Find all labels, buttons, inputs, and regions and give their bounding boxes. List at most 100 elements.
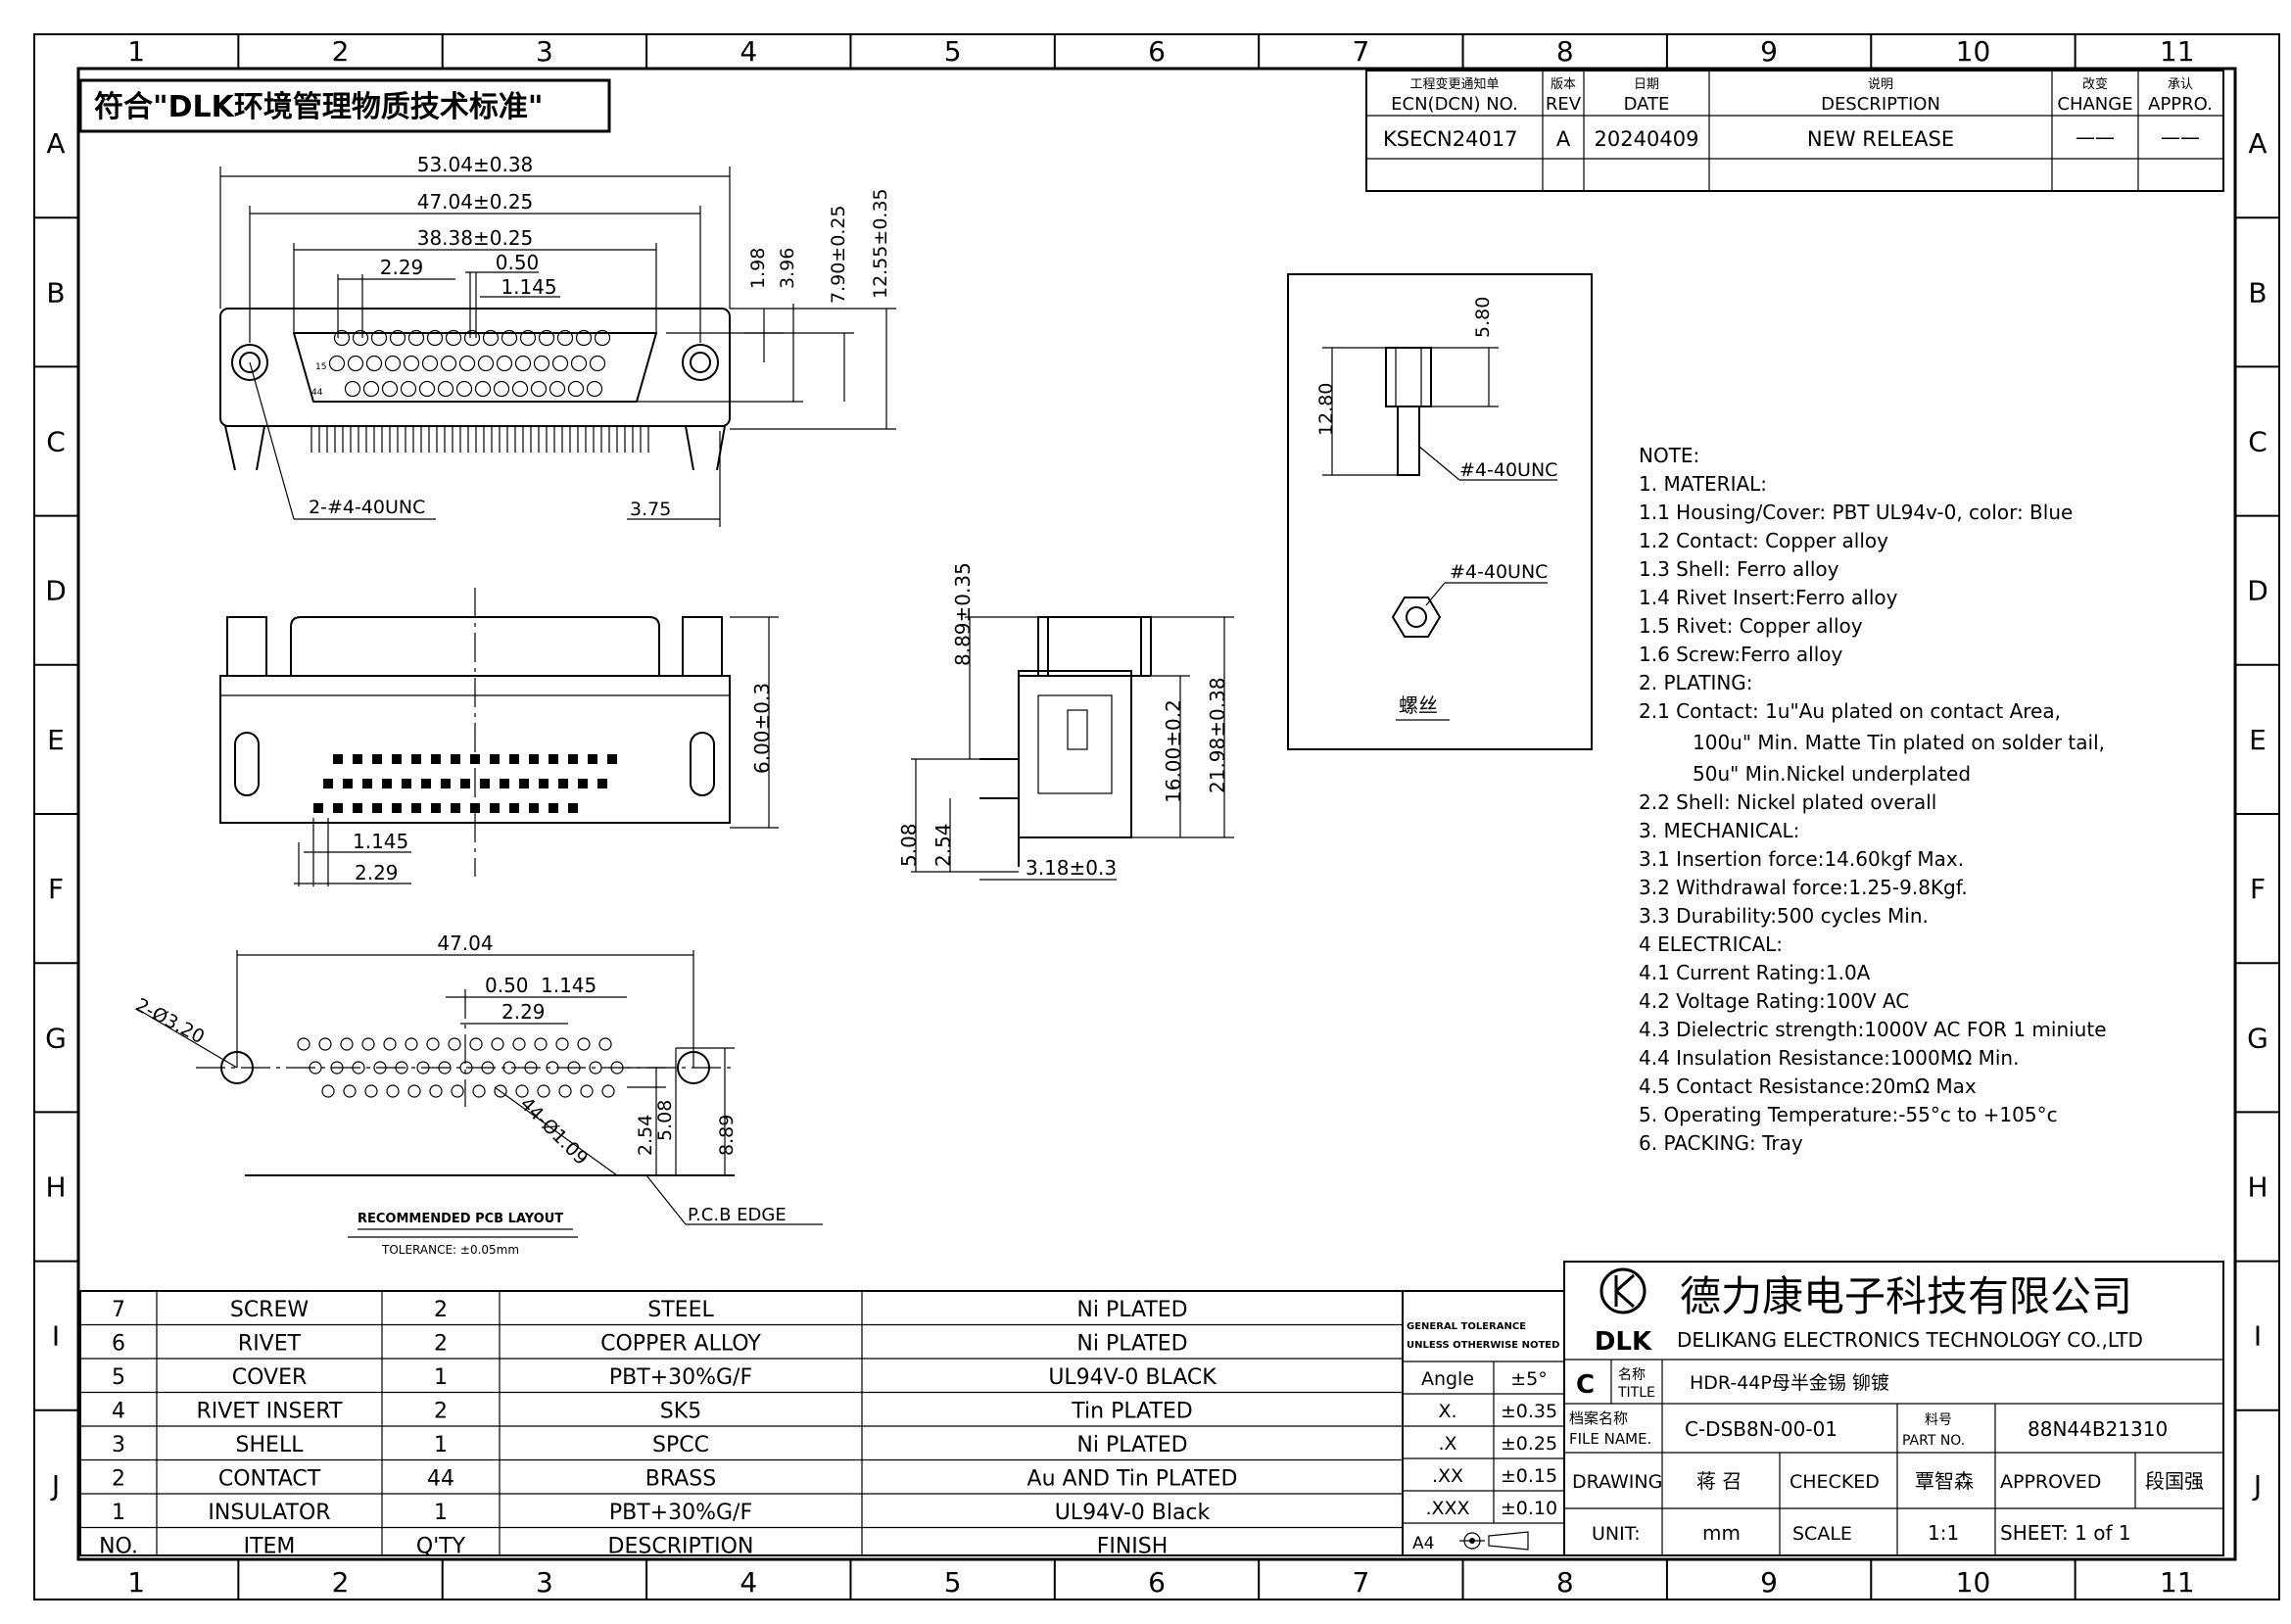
front-view: 6.00±0.3 1.145 2.29 bbox=[219, 588, 779, 886]
contact-square bbox=[500, 779, 509, 788]
contact-square bbox=[519, 779, 529, 788]
contact-pin bbox=[567, 380, 585, 398]
rev-header-appro-cn: 承认 bbox=[2168, 77, 2193, 92]
zone-row-label-H: H bbox=[45, 1171, 66, 1204]
tolerance-value: ±0.35 bbox=[1501, 1401, 1557, 1422]
dim-16-00: 16.00±0.2 bbox=[1162, 699, 1185, 803]
pcb-hole bbox=[558, 1084, 572, 1098]
contact-square bbox=[411, 803, 421, 813]
compliance-note: 符合"DLK环境管理物质技术标准" bbox=[94, 90, 544, 124]
dim-3-18: 3.18±0.3 bbox=[1026, 856, 1117, 880]
contact-pin bbox=[530, 380, 548, 398]
tolerance-value: ±0.15 bbox=[1501, 1465, 1557, 1487]
contact-square bbox=[451, 803, 460, 813]
zone-row-label-I: I bbox=[52, 1320, 60, 1353]
tolerance-value: ±5° bbox=[1510, 1368, 1548, 1390]
contact-square bbox=[362, 779, 372, 788]
contact-pin bbox=[501, 329, 518, 347]
bom-cell: SPCC bbox=[652, 1433, 709, 1457]
company-name-cn: 德力康电子科技有限公司 bbox=[1680, 1272, 2132, 1320]
note-line: 1.2 Contact: Copper alloy bbox=[1639, 529, 1888, 552]
zone-col-label-7: 7 bbox=[1352, 35, 1369, 68]
zone-row-label-A: A bbox=[46, 127, 65, 160]
contact-square bbox=[382, 779, 392, 788]
bom-cell: Ni PLATED bbox=[1076, 1332, 1187, 1357]
contact-pin bbox=[384, 355, 402, 372]
tolerance-key: X. bbox=[1438, 1401, 1456, 1422]
zone-col-label-11: 11 bbox=[2160, 35, 2195, 68]
rev-letter: C bbox=[1576, 1370, 1595, 1400]
bom-cell: 2 bbox=[434, 1400, 448, 1424]
pcb-hole bbox=[405, 1037, 418, 1051]
bom-cell: 1 bbox=[112, 1501, 125, 1525]
contact-square bbox=[333, 754, 343, 764]
contact-square bbox=[313, 803, 323, 813]
zone-row-label-E: E bbox=[2249, 724, 2267, 756]
contact-pin bbox=[389, 329, 406, 347]
bom-cell: Au AND Tin PLATED bbox=[1027, 1467, 1238, 1492]
bom-cell: 1 bbox=[434, 1433, 448, 1457]
bom-cell: 1 bbox=[434, 1365, 448, 1390]
contact-square bbox=[451, 754, 460, 764]
note-line: 2.2 Shell: Nickel plated overall bbox=[1639, 790, 1936, 814]
contact-pin bbox=[352, 329, 369, 347]
note-line: 1.5 Rivet: Copper alloy bbox=[1639, 614, 1863, 638]
pcb-hole bbox=[534, 1037, 548, 1051]
contact-square bbox=[333, 803, 343, 813]
company-name-en: DELIKANG ELECTRONICS TECHNOLOGY CO.,LTD bbox=[1677, 1328, 2143, 1352]
dim-21-98: 21.98±0.38 bbox=[1206, 677, 1229, 793]
bom-cell: STEEL bbox=[647, 1298, 714, 1322]
contact-square bbox=[578, 779, 588, 788]
dim-5-80: 5.80 bbox=[1472, 297, 1494, 338]
rev-header-desc: DESCRIPTION bbox=[1821, 94, 1940, 115]
scale-value: 1:1 bbox=[1928, 1521, 1959, 1545]
rev-letter-value: A bbox=[1556, 127, 1571, 151]
zone-row-label-H: H bbox=[2247, 1171, 2267, 1204]
pcb-hole bbox=[537, 1084, 550, 1098]
note-line: 4.5 Contact Resistance:20mΩ Max bbox=[1639, 1075, 1977, 1098]
contact-square bbox=[549, 803, 558, 813]
rev-header-ecn: ECN(DCN) NO. bbox=[1391, 94, 1518, 115]
bom-cell: INSULATOR bbox=[208, 1501, 330, 1525]
contact-pin bbox=[381, 380, 399, 398]
file-label-en: FILE NAME. bbox=[1569, 1430, 1651, 1448]
projection-symbol-icon bbox=[1459, 1531, 1529, 1551]
note-line: 4.4 Insulation Resistance:1000MΩ Min. bbox=[1639, 1046, 2019, 1070]
contact-square bbox=[490, 754, 500, 764]
paper-size: A4 bbox=[1412, 1534, 1434, 1553]
contact-square bbox=[372, 754, 382, 764]
dim-3-75: 3.75 bbox=[630, 499, 671, 520]
tolerance-key: .XX bbox=[1432, 1465, 1463, 1487]
pcb-hole bbox=[494, 1084, 507, 1098]
contact-pin bbox=[344, 380, 361, 398]
contact-pin bbox=[511, 380, 529, 398]
zone-col-label-4: 4 bbox=[740, 1566, 757, 1599]
bom-cell: PBT+30%G/F bbox=[609, 1501, 752, 1525]
note-line: 3. MECHANICAL: bbox=[1639, 819, 1799, 842]
tolerance-key: .XXX bbox=[1425, 1498, 1469, 1519]
tolerance-value: ±0.25 bbox=[1501, 1433, 1557, 1455]
pcb-hole bbox=[512, 1037, 526, 1051]
zone-col-label-3: 3 bbox=[536, 1566, 553, 1599]
bom-cell: 2 bbox=[434, 1332, 448, 1357]
dim-0-50: 0.50 bbox=[496, 251, 540, 274]
contact-square bbox=[480, 779, 490, 788]
bom-cell: 1 bbox=[434, 1501, 448, 1525]
pcb-hole bbox=[364, 1084, 378, 1098]
zone-row-label-I: I bbox=[2254, 1320, 2262, 1353]
contact-square bbox=[372, 803, 382, 813]
checked-by: 覃智森 bbox=[1915, 1469, 1974, 1493]
dim-7-90: 7.90±0.25 bbox=[828, 205, 849, 304]
pcb-hole bbox=[555, 1037, 569, 1051]
pcb-layout-title: RECOMMENDED PCB LAYOUT bbox=[358, 1212, 563, 1226]
contact-pin bbox=[445, 329, 462, 347]
file-name: C-DSB8N-00-01 bbox=[1685, 1417, 1838, 1441]
zone-col-label-10: 10 bbox=[1956, 35, 1991, 68]
note-line: 6. PACKING: Tray bbox=[1639, 1131, 1803, 1155]
zone-row-label-F: F bbox=[48, 873, 64, 905]
unit-label: UNIT: bbox=[1592, 1523, 1641, 1545]
bom-cell: 2 bbox=[434, 1298, 448, 1322]
